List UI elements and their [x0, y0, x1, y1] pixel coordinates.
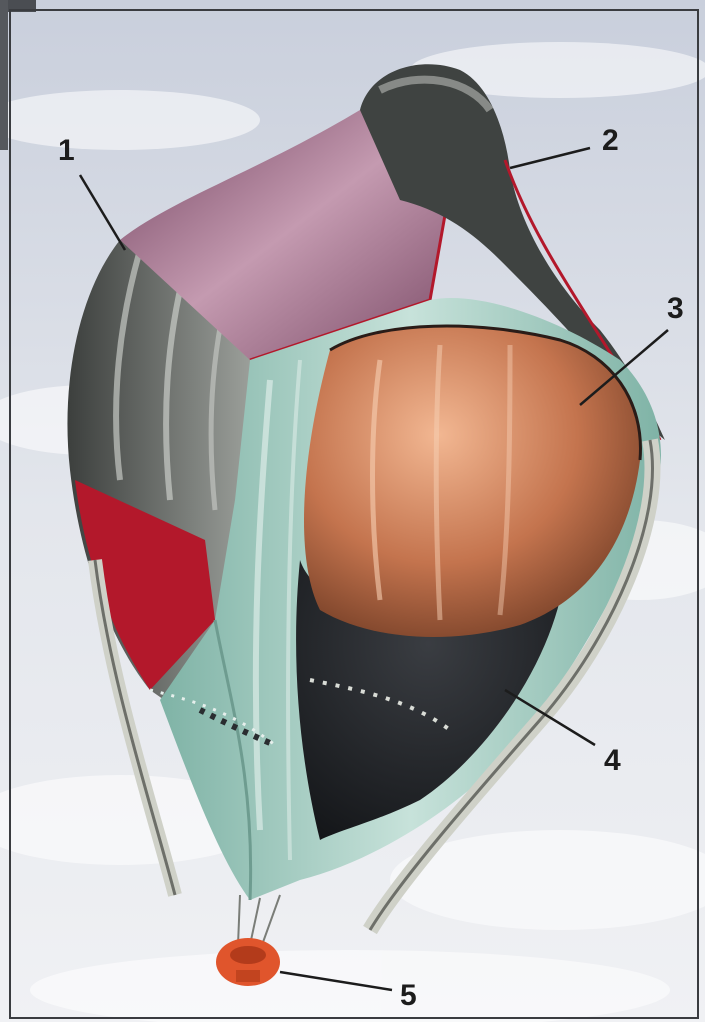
callout-5: 5 [400, 979, 417, 1012]
callout-3: 3 [667, 292, 684, 325]
callout-1: 1 [58, 134, 75, 167]
callout-2: 2 [602, 124, 619, 157]
burner-basket [216, 938, 280, 986]
frame-edge [0, 0, 8, 150]
callout-4: 4 [604, 744, 621, 777]
